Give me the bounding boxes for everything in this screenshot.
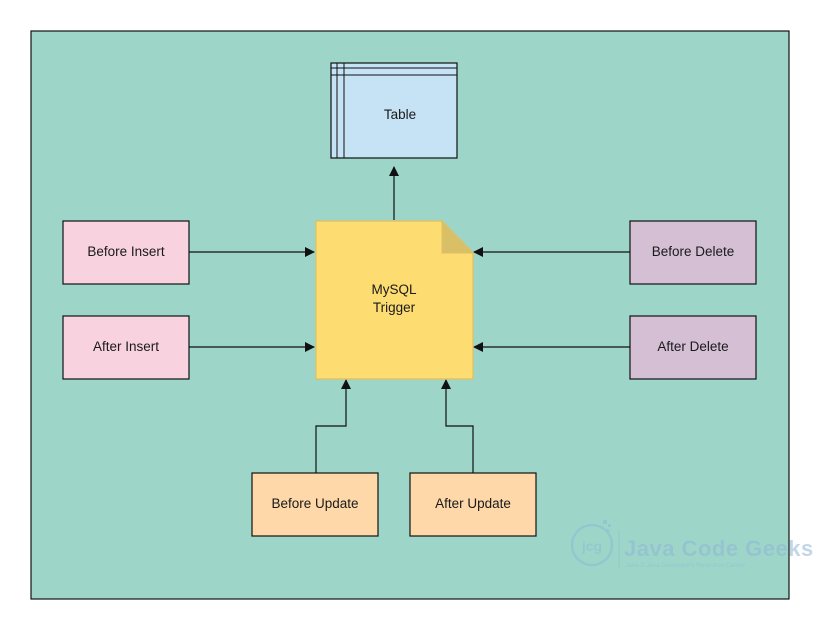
trigger-fold xyxy=(441,219,475,254)
jcg-logo-icon: jcg xyxy=(570,520,614,567)
watermark-title: Java Code Geeks xyxy=(624,536,814,561)
before-update-shape xyxy=(251,472,379,537)
watermark-tagline: Java 2 Java Developers Resource Center xyxy=(625,562,746,569)
before-insert-node: Before Insert xyxy=(62,220,190,285)
connectors xyxy=(189,166,630,473)
after-update-label: After Update xyxy=(435,496,511,511)
edge-after-update-to-trigger xyxy=(441,379,474,473)
trigger-node: MySQL Trigger xyxy=(315,219,475,380)
after-update-shape xyxy=(409,472,537,537)
before-delete-node: Before Delete xyxy=(629,220,757,285)
trigger-label-line2: Trigger xyxy=(373,300,416,315)
after-insert-node: After Insert xyxy=(62,315,190,380)
before-update-label: Before Update xyxy=(271,496,358,511)
before-update-node: Before Update xyxy=(251,472,379,537)
table-shape xyxy=(330,62,458,159)
after-delete-node: After Delete xyxy=(629,315,757,380)
table-node: Table xyxy=(330,62,458,159)
table-label: Table xyxy=(384,107,416,122)
before-delete-shape xyxy=(629,220,757,285)
before-insert-label: Before Insert xyxy=(87,244,165,259)
after-update-node: After Update xyxy=(409,472,537,537)
watermark: jcg Java Code Geeks Java 2 Java Develope… xyxy=(570,520,814,569)
trigger-shape xyxy=(315,220,474,380)
edge-before-update-to-trigger xyxy=(315,379,351,473)
svg-text:jcg: jcg xyxy=(581,538,602,554)
after-insert-shape xyxy=(62,315,190,380)
trigger-label-line1: MySQL xyxy=(371,282,417,297)
before-insert-shape xyxy=(62,220,190,285)
before-delete-label: Before Delete xyxy=(652,244,735,259)
after-delete-label: After Delete xyxy=(657,339,728,354)
after-delete-shape xyxy=(629,315,757,380)
after-insert-label: After Insert xyxy=(93,339,159,354)
